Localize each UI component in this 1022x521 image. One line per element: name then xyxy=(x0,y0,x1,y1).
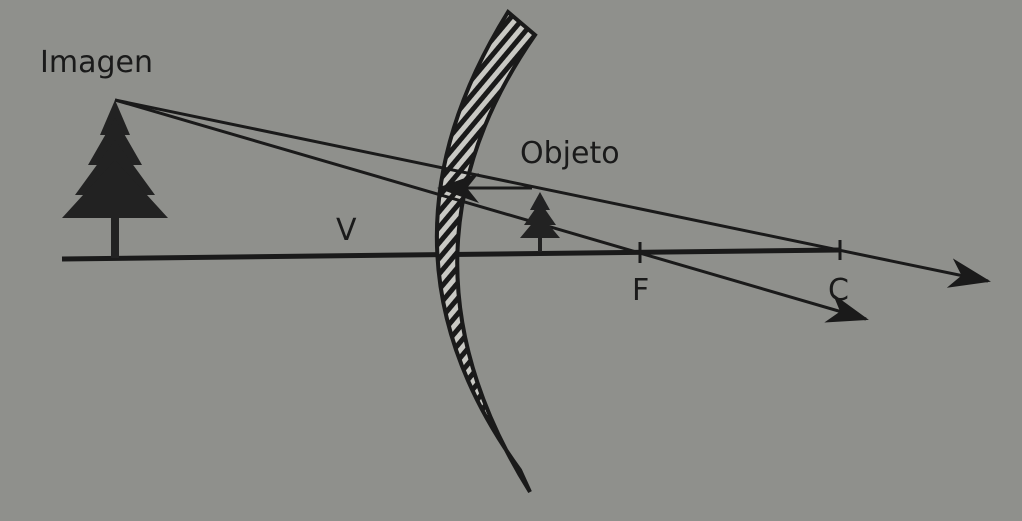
object-tree-icon xyxy=(520,192,560,252)
focus-label: F xyxy=(632,273,649,308)
ray-through-focus xyxy=(114,98,869,323)
image-tree-icon xyxy=(62,100,168,258)
vertex-label: V xyxy=(336,213,357,248)
object-label: Objeto xyxy=(520,136,620,171)
image-label: Imagen xyxy=(40,45,153,80)
center-label: C xyxy=(828,273,849,308)
ray-through-center xyxy=(114,98,991,288)
